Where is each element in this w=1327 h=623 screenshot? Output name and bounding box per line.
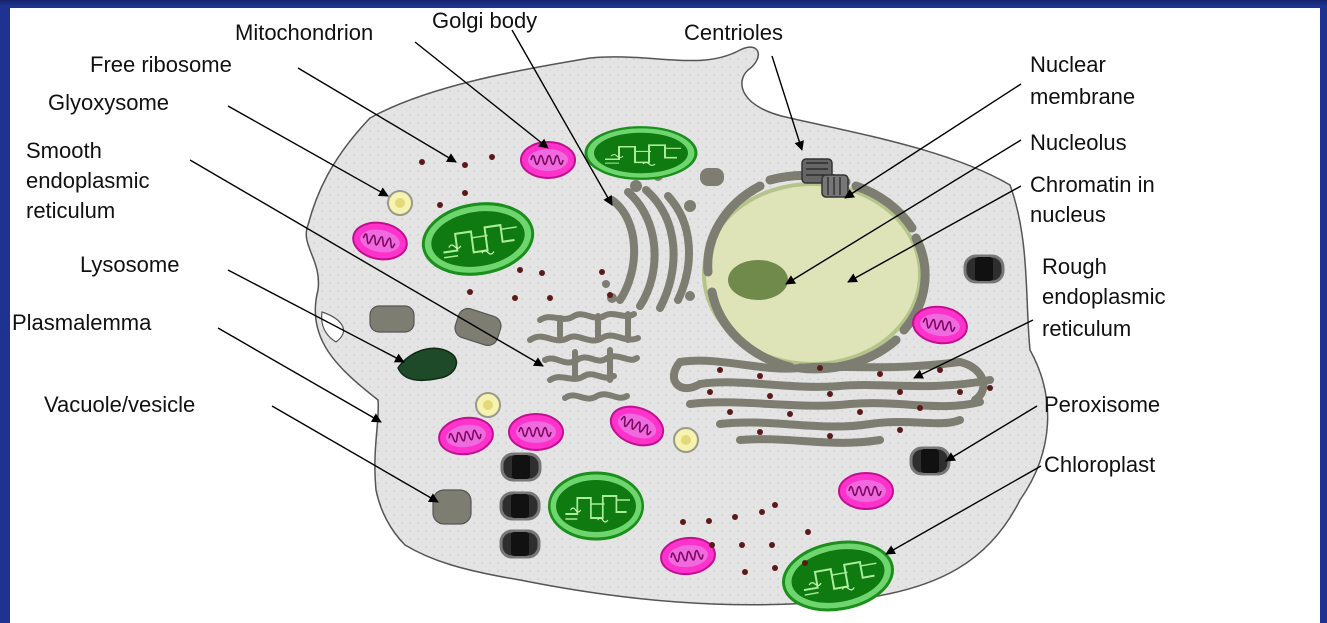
label-chromatin-1: Chromatin in bbox=[1030, 172, 1155, 197]
label-chloroplast: Chloroplast bbox=[1044, 452, 1155, 477]
label-golgi-body: Golgi body bbox=[432, 8, 537, 33]
label-rough-er-3: reticulum bbox=[1042, 316, 1131, 341]
label-centrioles: Centrioles bbox=[684, 20, 783, 45]
label-chromatin-2: nucleus bbox=[1030, 202, 1106, 227]
label-glyoxysome: Glyoxysome bbox=[48, 90, 169, 115]
label-nuclear-membrane-2: membrane bbox=[1030, 84, 1135, 109]
label-plasmalemma: Plasmalemma bbox=[12, 310, 152, 335]
label-peroxisome: Peroxisome bbox=[1044, 392, 1160, 417]
nucleus bbox=[704, 175, 925, 368]
label-smooth-er-2: endoplasmic bbox=[26, 168, 150, 193]
label-rough-er-2: endoplasmic bbox=[1042, 284, 1166, 309]
label-nucleolus: Nucleolus bbox=[1030, 130, 1127, 155]
label-free-ribosome: Free ribosome bbox=[90, 52, 232, 77]
label-nuclear-membrane-1: Nuclear bbox=[1030, 52, 1106, 77]
label-smooth-er-1: Smooth bbox=[26, 138, 102, 163]
nucleolus bbox=[728, 260, 788, 300]
label-smooth-er-3: reticulum bbox=[26, 198, 115, 223]
label-rough-er-1: Rough bbox=[1042, 254, 1107, 279]
label-lysosome: Lysosome bbox=[80, 252, 179, 277]
label-vacuole-vesicle: Vacuole/vesicle bbox=[44, 392, 195, 417]
label-mitochondrion: Mitochondrion bbox=[235, 20, 373, 45]
